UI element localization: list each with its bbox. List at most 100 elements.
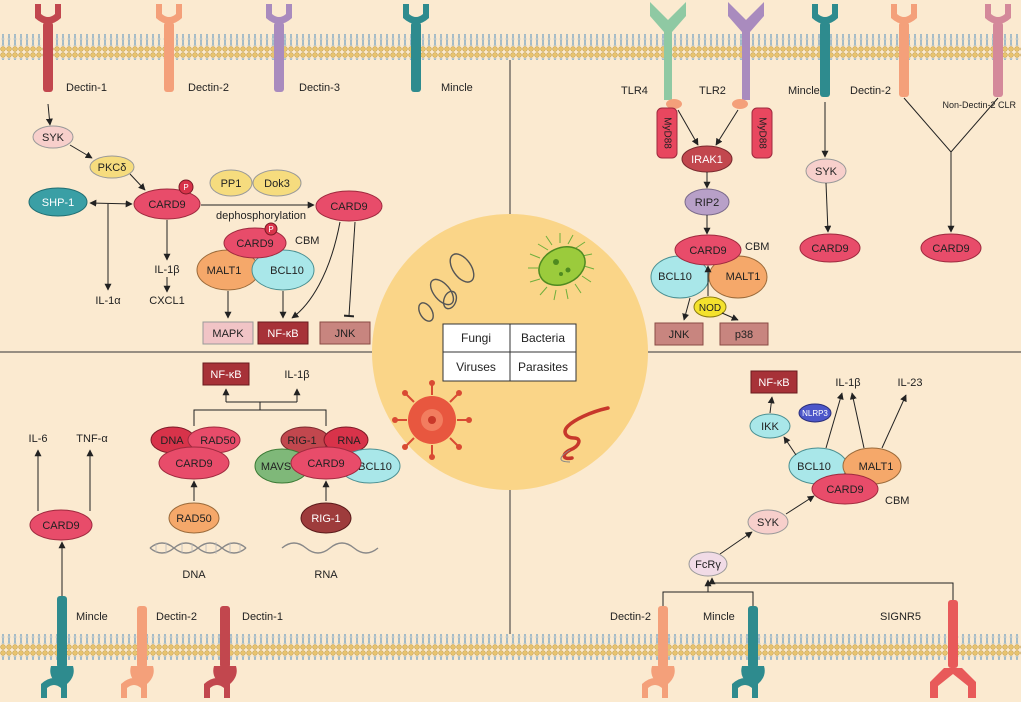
bacteria-label: Bacteria (521, 331, 565, 345)
q3-mavs-label: MAVS (261, 461, 291, 473)
q3-rna-label: RNA (314, 569, 338, 581)
q1-il1a: IL-1α (95, 295, 121, 307)
q2-arrows (677, 97, 999, 321)
q4-nlrp3 (798, 403, 832, 423)
q1-cbm-card9 (223, 227, 287, 259)
q3-rna-card9-label: CARD9 (307, 458, 344, 470)
tlr4-adaptor (666, 99, 682, 109)
q1-card9-free (315, 190, 383, 222)
tlr4-label: TLR4 (621, 85, 648, 97)
q1-syk (32, 125, 74, 149)
q3-rig1-node-label: RIG-1 (287, 435, 316, 447)
q2-card9-clr-label: CARD9 (932, 243, 969, 255)
tlr2-label: TLR2 (699, 85, 726, 97)
q3-rig1-sensor (300, 502, 352, 534)
q3-rad50-sensor-label: RAD50 (176, 513, 211, 525)
q2-cbm-bcl10-label: BCL10 (658, 271, 692, 283)
membrane-bottom (0, 634, 1021, 660)
tlr4-receptor (650, 2, 686, 100)
q1-dok3-label: Dok3 (264, 178, 290, 190)
dectin-1-receptor-top (35, 4, 61, 92)
q1-pp1-label: PP1 (221, 178, 242, 190)
q4-nlrp3-label: NLRP3 (802, 409, 828, 418)
dectin-2-receptor-bottom-left (121, 606, 154, 698)
q2-card9-syk-label: CARD9 (811, 243, 848, 255)
mincle-label-bottom-right: Mincle (703, 611, 735, 623)
q2-cbm-label: CBM (745, 241, 769, 253)
q3-rig1-sensor-label: RIG-1 (311, 513, 340, 525)
q4-syk (747, 509, 789, 535)
q3-rna-card9 (290, 446, 362, 480)
myd88-left (656, 107, 678, 159)
q4-fcr-label: FcRγ (695, 559, 721, 571)
q1-mapk-label: MAPK (212, 328, 244, 340)
mincle-label-bottom-left: Mincle (76, 611, 108, 623)
q1-cbm-label: CBM (295, 235, 319, 247)
mincle-label-top-right: Mincle (788, 85, 820, 97)
q1-cxcl1: CXCL1 (149, 295, 184, 307)
q3-nfkb-box (202, 362, 250, 386)
mincle-receptor-bottom-left (41, 596, 74, 698)
dna-helix-icon (149, 542, 247, 554)
q3-tnfa: TNF-α (76, 433, 108, 445)
q2-p38-box (719, 322, 769, 346)
q3-dna-card9 (158, 446, 230, 480)
q4-bcl10-label: BCL10 (797, 461, 831, 473)
virus-icon (392, 380, 472, 460)
dectin-3-label-top: Dectin-3 (299, 82, 340, 94)
mincle-receptor-top-left (403, 4, 429, 92)
q1-pkc-label: PKCδ (98, 162, 127, 174)
q1-nfkb-box (257, 321, 309, 345)
q4-fcr (688, 551, 728, 577)
dectin-1-receptor-bottom-left (204, 606, 237, 698)
non-dectin-2-clr-label: Non-Dectin-2 CLR (942, 100, 1016, 110)
q4-il23: IL-23 (897, 377, 922, 389)
mincle-receptor-bottom-right (732, 606, 765, 698)
q3-arrows (34, 388, 330, 596)
q2-irak1-label: IRAK1 (691, 154, 723, 166)
dectin-1-label-top: Dectin-1 (66, 82, 107, 94)
bacteria-icon (528, 233, 595, 301)
q3-il1b: IL-1β (284, 369, 309, 381)
q4-arrows (662, 392, 954, 606)
dectin-2-receptor-top-right (891, 4, 917, 97)
pathogen-table: Fungi Bacteria Viruses Parasites (442, 323, 577, 382)
dectin-1-label-bottom-left: Dectin-1 (242, 611, 283, 623)
q2-cbm-malt1-label: MALT1 (726, 271, 761, 283)
q2-jnk-label: JNK (669, 329, 690, 341)
viruses-label: Viruses (456, 360, 496, 374)
dectin-2-label-top-right: Dectin-2 (850, 85, 891, 97)
q1-jnk-box (319, 321, 371, 345)
q2-card9-syk (799, 233, 861, 263)
q1-shp1-label: SHP-1 (42, 197, 74, 209)
q1-dephos-label: dephosphorylation (216, 210, 306, 222)
q3-card9 (29, 509, 93, 541)
q4-cbm-label: CBM (885, 495, 909, 507)
q3-bcl10-label: BCL10 (358, 461, 392, 473)
q1-card9-label: CARD9 (148, 199, 185, 211)
q2-p38-label: p38 (735, 329, 753, 341)
q1-shp1 (28, 187, 88, 217)
q1-cbm-card9-label: CARD9 (236, 238, 273, 250)
tlr2-receptor (728, 2, 764, 100)
q2-jnk-box (654, 322, 704, 346)
q1-mapk-box (202, 321, 254, 345)
q4-malt1-label: MALT1 (859, 461, 894, 473)
q4-card9 (811, 473, 879, 505)
q1-phospho-label: P (183, 183, 188, 192)
q2-card9-clr (920, 233, 982, 263)
q1-il1b: IL-1β (154, 264, 179, 276)
q1-syk-label: SYK (42, 132, 65, 144)
q2-nod-label: NOD (699, 303, 721, 314)
parasites-label: Parasites (518, 360, 568, 374)
q4-nfkb-box (750, 370, 798, 394)
membrane-top (0, 34, 1021, 60)
dectin-2-label-bottom-left: Dectin-2 (156, 611, 197, 623)
q3-card9-label: CARD9 (42, 520, 79, 532)
q2-cbm-card9-label: CARD9 (689, 245, 726, 257)
q1-cbm-phospho (264, 222, 278, 236)
q1-card9 (133, 188, 201, 220)
q1-pkc (89, 155, 135, 179)
tlr2-adaptor (732, 99, 748, 109)
signr5-receptor (930, 600, 976, 698)
